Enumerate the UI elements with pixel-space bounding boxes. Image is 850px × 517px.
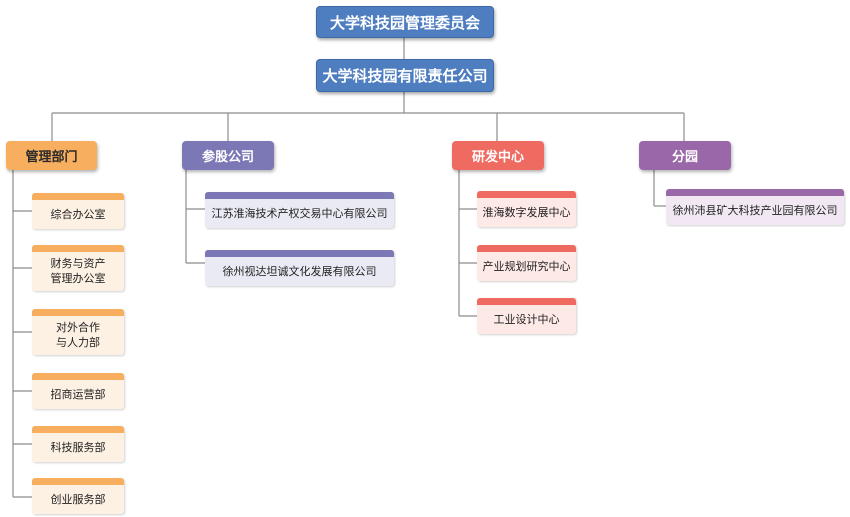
- dept-branch-label: 分园: [671, 150, 698, 165]
- company-label: 大学科技园有限责任公司: [322, 67, 488, 85]
- sub-item-rnd-2: 产业规划研究中心: [477, 245, 576, 281]
- sub-item-rnd-1: 淮海数字发展中心: [477, 191, 576, 227]
- sub-item-label: 财务与资产 管理办公室: [50, 257, 106, 285]
- sub-item-label: 招商运营部: [50, 387, 106, 401]
- sub-item-branch-1: 徐州沛县矿大科技产业园有限公司: [666, 189, 844, 225]
- committee-box: 大学科技园管理委员会: [316, 6, 494, 38]
- dept-shareholding-label: 参股公司: [201, 150, 254, 165]
- committee-label: 大学科技园管理委员会: [329, 13, 480, 32]
- dept-management: 管理部门: [6, 141, 97, 170]
- sub-item-management-3: 对外合作 与人力部: [32, 309, 124, 355]
- sub-item-label: 综合办公室: [50, 207, 106, 221]
- sub-item-label: 科技服务部: [50, 440, 106, 454]
- sub-item-label: 创业服务部: [50, 492, 106, 506]
- sub-item-label: 徐州沛县矿大科技产业园有限公司: [672, 203, 838, 217]
- sub-item-label: 江苏淮海技术产权交易中心有限公司: [211, 206, 388, 220]
- sub-item-management-4: 招商运营部: [32, 373, 124, 409]
- sub-item-label: 工业设计中心: [493, 312, 560, 326]
- dept-shareholding: 参股公司: [182, 141, 274, 170]
- sub-item-management-5: 科技服务部: [32, 426, 124, 462]
- sub-item-shareholding-2: 徐州视达坦诚文化发展有限公司: [205, 250, 394, 286]
- dept-rnd-label: 研发中心: [471, 150, 524, 165]
- dept-branch: 分园: [639, 141, 731, 170]
- dept-rnd: 研发中心: [452, 141, 544, 170]
- sub-item-management-6: 创业服务部: [32, 478, 124, 514]
- sub-item-label: 徐州视达坦诚文化发展有限公司: [222, 264, 377, 278]
- sub-item-shareholding-1: 江苏淮海技术产权交易中心有限公司: [205, 192, 394, 228]
- sub-item-label: 对外合作 与人力部: [56, 321, 100, 349]
- dept-management-label: 管理部门: [25, 150, 78, 165]
- sub-item-management-2: 财务与资产 管理办公室: [32, 245, 124, 291]
- sub-item-rnd-3: 工业设计中心: [477, 298, 576, 334]
- sub-item-label: 产业规划研究中心: [482, 259, 571, 273]
- sub-item-label: 淮海数字发展中心: [482, 205, 571, 219]
- sub-item-management-1: 综合办公室: [32, 193, 124, 229]
- company-box: 大学科技园有限责任公司: [316, 59, 494, 92]
